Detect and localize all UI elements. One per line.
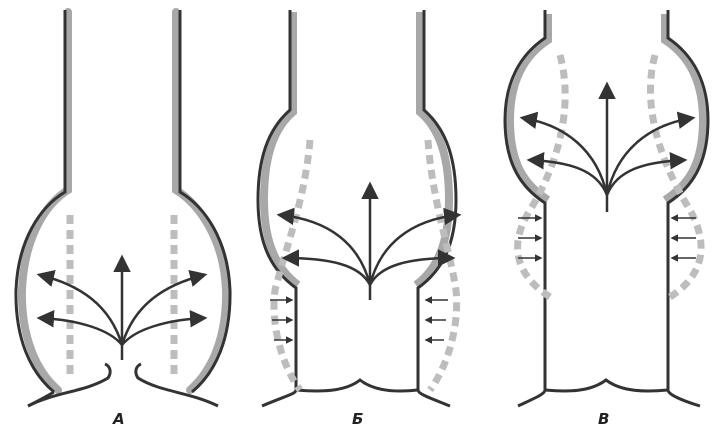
panel-b-valve bbox=[262, 380, 450, 406]
panel-b-walls bbox=[258, 10, 456, 390]
panel-b-dashed bbox=[274, 140, 457, 390]
panel-a: А bbox=[16, 10, 230, 427]
panel-a-arrows bbox=[40, 258, 204, 360]
panel-b: Б bbox=[258, 10, 458, 427]
panel-c-label: В bbox=[598, 410, 609, 427]
panel-c-arrows bbox=[523, 85, 692, 212]
panel-b-arrows bbox=[280, 185, 458, 300]
panel-b-label: Б bbox=[352, 410, 363, 427]
panel-c: В bbox=[505, 10, 708, 427]
panel-a-label: А bbox=[112, 410, 125, 427]
